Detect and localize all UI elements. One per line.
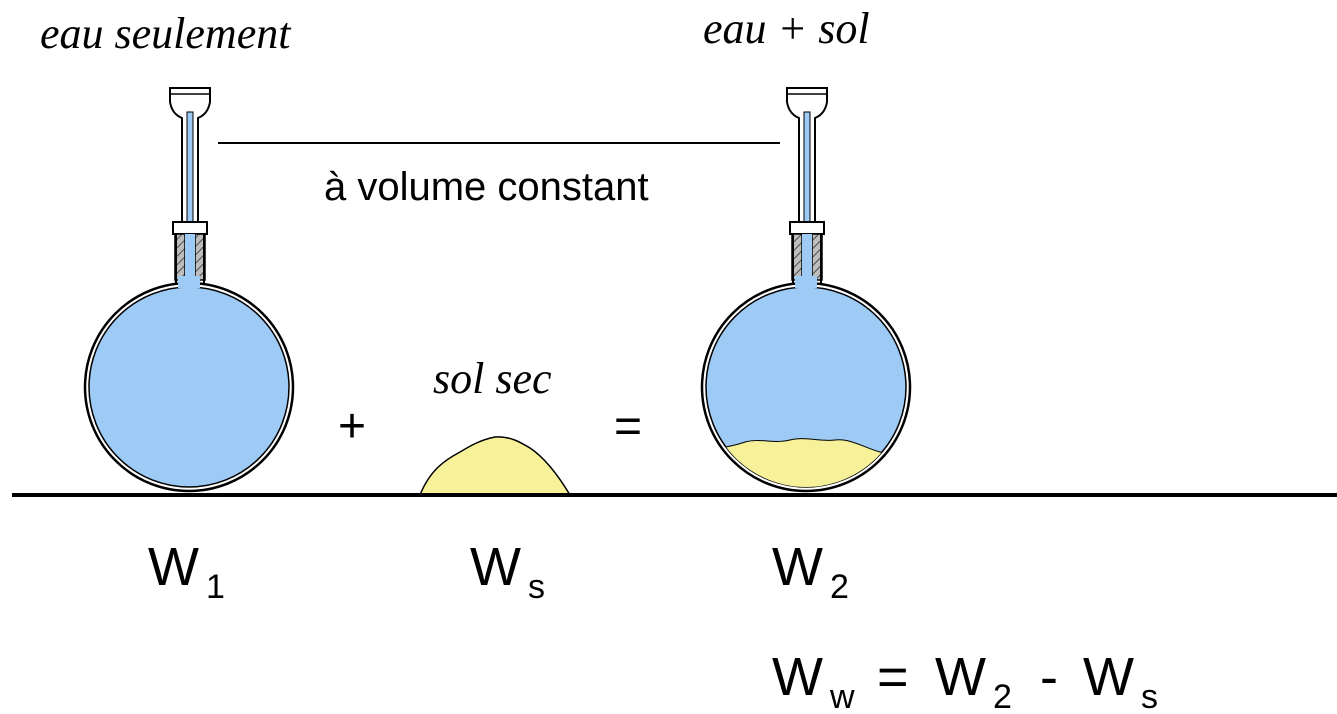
weight-ws: W s <box>470 537 545 606</box>
weight-ws-base: W <box>470 537 521 597</box>
formula-t2-base: W <box>1083 647 1134 707</box>
dry-soil-label: sol sec <box>433 354 552 403</box>
weight-w1-sub: 1 <box>206 568 225 606</box>
weight-ws-sub: s <box>528 568 545 606</box>
left-flask-label: eau seulement <box>40 9 292 58</box>
weight-w1-base: W <box>148 537 199 597</box>
left-flask-water <box>88 286 290 488</box>
right-flask <box>700 87 912 493</box>
formula-lhs-sub: w <box>829 678 855 714</box>
water-weight-formula: W w = W 2 - W s <box>772 647 1158 714</box>
plus-sign: + <box>338 400 366 453</box>
right-flask-label: eau + sol <box>703 4 870 53</box>
dry-soil-pile <box>418 436 572 496</box>
weight-w2-sub: 2 <box>830 568 849 606</box>
formula-t1-sub: 2 <box>993 678 1012 714</box>
equals-sign: = <box>614 400 642 453</box>
weight-w2: W 2 <box>772 537 849 606</box>
formula-t1-base: W <box>935 647 986 707</box>
weight-w2-base: W <box>772 537 823 597</box>
formula-lhs-base: W <box>772 647 823 707</box>
constant-volume-label: à volume constant <box>324 165 649 209</box>
formula-minus: - <box>1040 647 1058 707</box>
formula-equals: = <box>877 647 909 707</box>
left-flask <box>83 87 295 493</box>
formula-t2-sub: s <box>1141 678 1158 714</box>
weight-w1: W 1 <box>148 537 225 606</box>
